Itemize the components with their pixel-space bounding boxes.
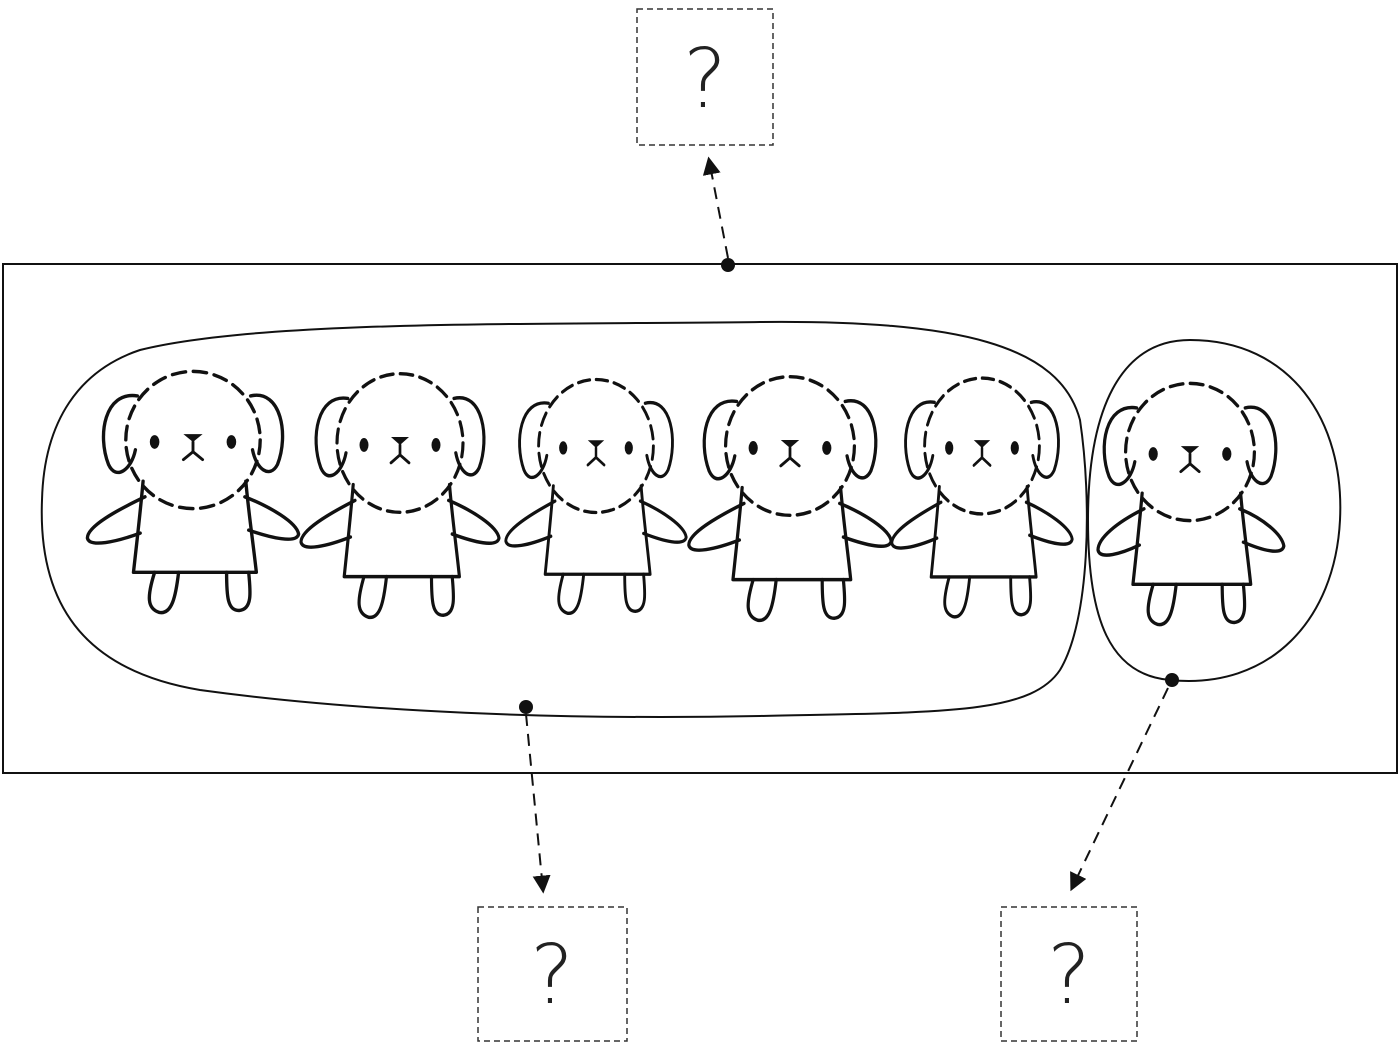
plain-group-anchor-dot	[519, 700, 533, 714]
whole-set-arrow	[702, 156, 729, 259]
shaded-group-anchor-dot	[1165, 673, 1179, 687]
answer-box-shaded-group-label: ?	[1047, 928, 1091, 1023]
answer-box-whole-set[interactable]: ?	[636, 8, 774, 146]
answer-box-plain-group-label: ?	[530, 928, 574, 1023]
shaded-puppy-figure	[1096, 381, 1286, 627]
plain-group-arrow	[525, 713, 551, 894]
answer-box-plain-group[interactable]: ?	[477, 906, 628, 1042]
whole-set-frame	[2, 263, 1398, 774]
puppy-figure-3	[504, 377, 688, 616]
shaded-group-arrow	[1070, 687, 1169, 892]
plain-group-enclosure	[40, 320, 1088, 718]
puppy-figure-5	[890, 376, 1074, 619]
shaded-group-enclosure	[1086, 338, 1342, 682]
answer-box-whole-set-label: ?	[683, 32, 727, 127]
puppy-figure-1	[85, 369, 301, 615]
whole-set-anchor-dot	[721, 258, 735, 272]
puppy-figure-2	[299, 371, 501, 620]
answer-box-shaded-group[interactable]: ?	[1000, 906, 1138, 1042]
puppy-figure-4	[687, 374, 893, 623]
